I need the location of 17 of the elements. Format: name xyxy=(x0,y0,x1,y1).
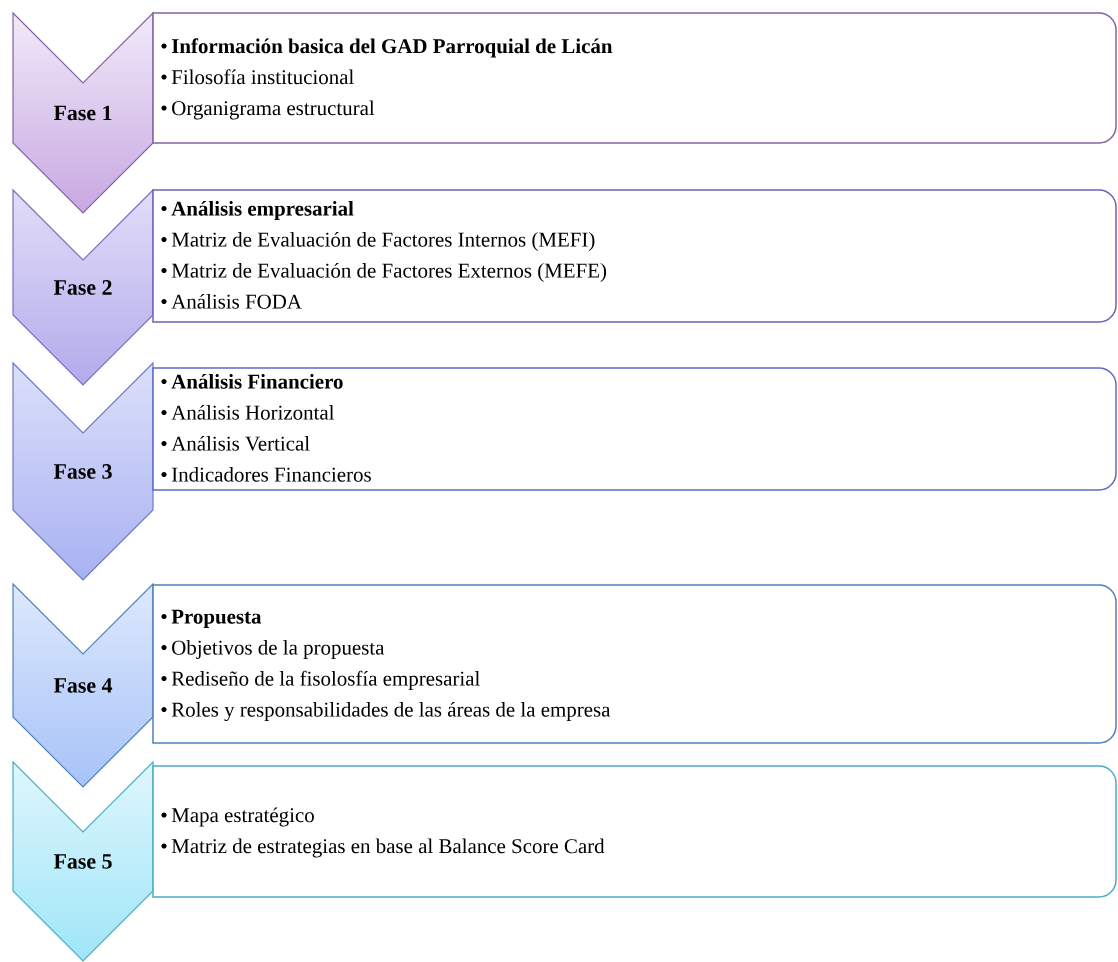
list-item: Rediseño de la fisolosfía empresarial xyxy=(171,670,480,690)
list-item: Análisis FODA xyxy=(171,293,302,309)
list-item: Roles y responsabilidades de las áreas de la empresa xyxy=(171,701,611,721)
list-item: Organigrama estructural xyxy=(172,100,375,120)
list-item: Análisis Financiero xyxy=(171,373,343,389)
list-item: Indicadores Financieros xyxy=(171,466,371,482)
list-item: Mapa estratégico xyxy=(171,807,314,827)
list-item: Propuesta xyxy=(171,609,262,628)
list-item: Información basica del GAD Parroquial de Licán xyxy=(171,38,613,58)
list-item: Análisis Horizontal xyxy=(171,404,335,420)
list-item: Filosofía institucional xyxy=(171,69,354,85)
list-item: Matriz de Evaluación de Factores Externos (MEFE) xyxy=(171,262,607,282)
list-item: Objetivos de la propuesta xyxy=(172,639,385,659)
list-item: Matriz de estrategias en base al Balance Score Card xyxy=(171,838,605,858)
list-item: Análisis empresarial xyxy=(171,200,354,220)
list-item: Análisis Vertical xyxy=(171,435,310,451)
list-item: Matriz de Evaluación de Factores Internos (MEFI) xyxy=(171,231,595,251)
